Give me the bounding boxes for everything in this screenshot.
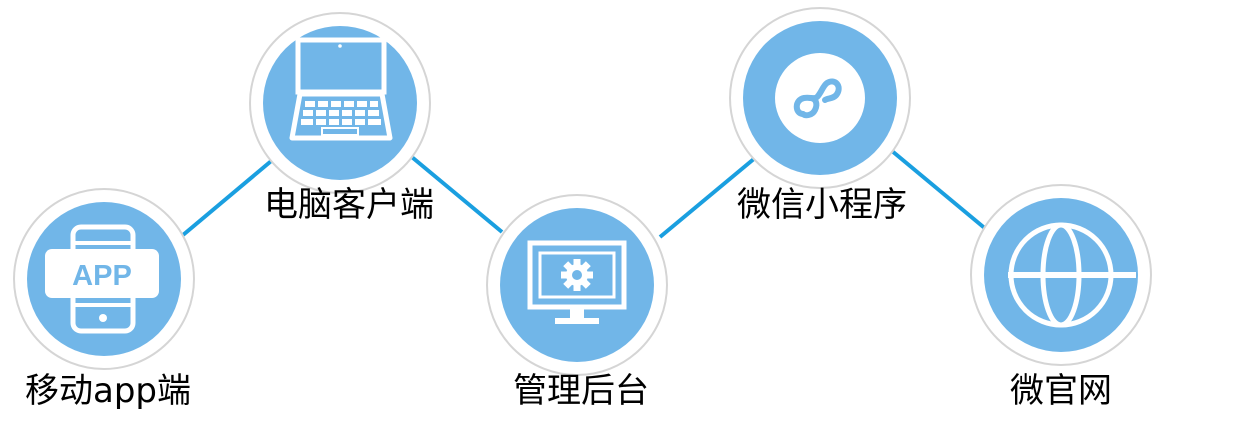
connector-admin-miniprogram xyxy=(658,156,757,239)
node-admin-backend xyxy=(486,194,668,376)
node-desktop-client xyxy=(249,12,431,194)
node-official-site xyxy=(970,184,1152,366)
label-official-site: 微官网 xyxy=(1010,371,1112,411)
node-mini-program xyxy=(729,7,911,189)
label-admin-backend: 管理后台 xyxy=(513,371,649,411)
app-badge-text: APP xyxy=(72,260,132,292)
monitor-gear-icon xyxy=(527,240,627,324)
label-mini-program: 微信小程序 xyxy=(737,185,907,225)
label-desktop-client: 电脑客户端 xyxy=(264,185,434,225)
connector-miniprogram-site xyxy=(890,149,989,232)
phone-app-icon: APP xyxy=(45,224,159,334)
node-mobile-app: APP xyxy=(13,188,195,370)
laptop-icon xyxy=(289,37,393,141)
connectors xyxy=(181,149,989,239)
connector-mobile-desktop xyxy=(181,155,278,237)
mini-program-icon xyxy=(775,53,865,143)
label-mobile-app: 移动app端 xyxy=(25,371,191,411)
connector-desktop-admin xyxy=(405,151,504,234)
globe-icon xyxy=(1008,222,1136,328)
